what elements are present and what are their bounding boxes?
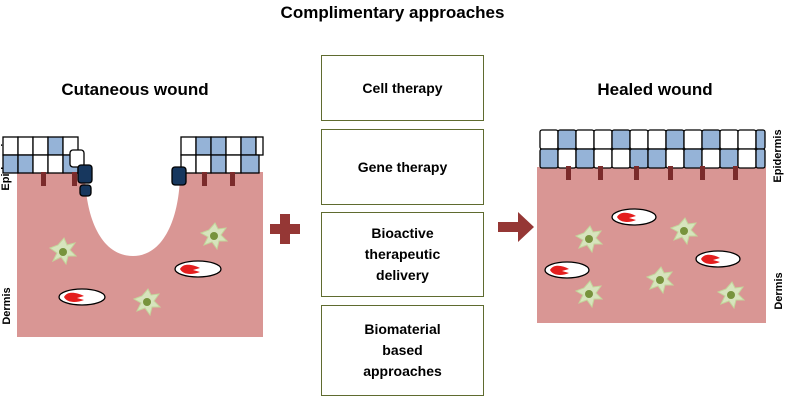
approach-box-bioactive-delivery: Bioactive therapeutic delivery [321, 212, 484, 297]
fibroblast-icon [132, 288, 162, 317]
approach-box-gene-therapy: Gene therapy [321, 129, 484, 205]
fibroblast-icon [645, 266, 675, 295]
fibroblast-icon [716, 281, 746, 310]
left-epidermis-left-bank [2, 136, 93, 197]
approach-box-cell-therapy: Cell therapy [321, 55, 484, 121]
fibroblast-icon [48, 237, 78, 266]
left-dermis [17, 172, 263, 337]
fibroblast-icon [574, 280, 604, 309]
approach-box-biomaterial: Biomaterial based approaches [321, 305, 484, 396]
right-arrow-icon [498, 212, 534, 242]
red-blood-cell-icon [611, 208, 657, 226]
right-epidermis [539, 129, 766, 169]
diagram-title: Complimentary approaches [280, 3, 505, 22]
right-panel-title: Healed wound [597, 80, 713, 99]
red-blood-cell-icon [695, 250, 741, 268]
fibroblast-icon [669, 217, 699, 246]
left-epidermis-right-bank [171, 136, 264, 186]
right-rete-pegs [566, 166, 738, 180]
fibroblast-icon [199, 222, 229, 251]
fibroblast-icon [574, 225, 604, 254]
red-blood-cell-icon [174, 260, 222, 278]
left-panel-title: Cutaneous wound [61, 80, 209, 99]
red-blood-cell-icon [544, 261, 590, 279]
red-blood-cell-icon [58, 288, 106, 306]
plus-icon [270, 214, 300, 244]
left-rete-pegs [41, 172, 235, 186]
